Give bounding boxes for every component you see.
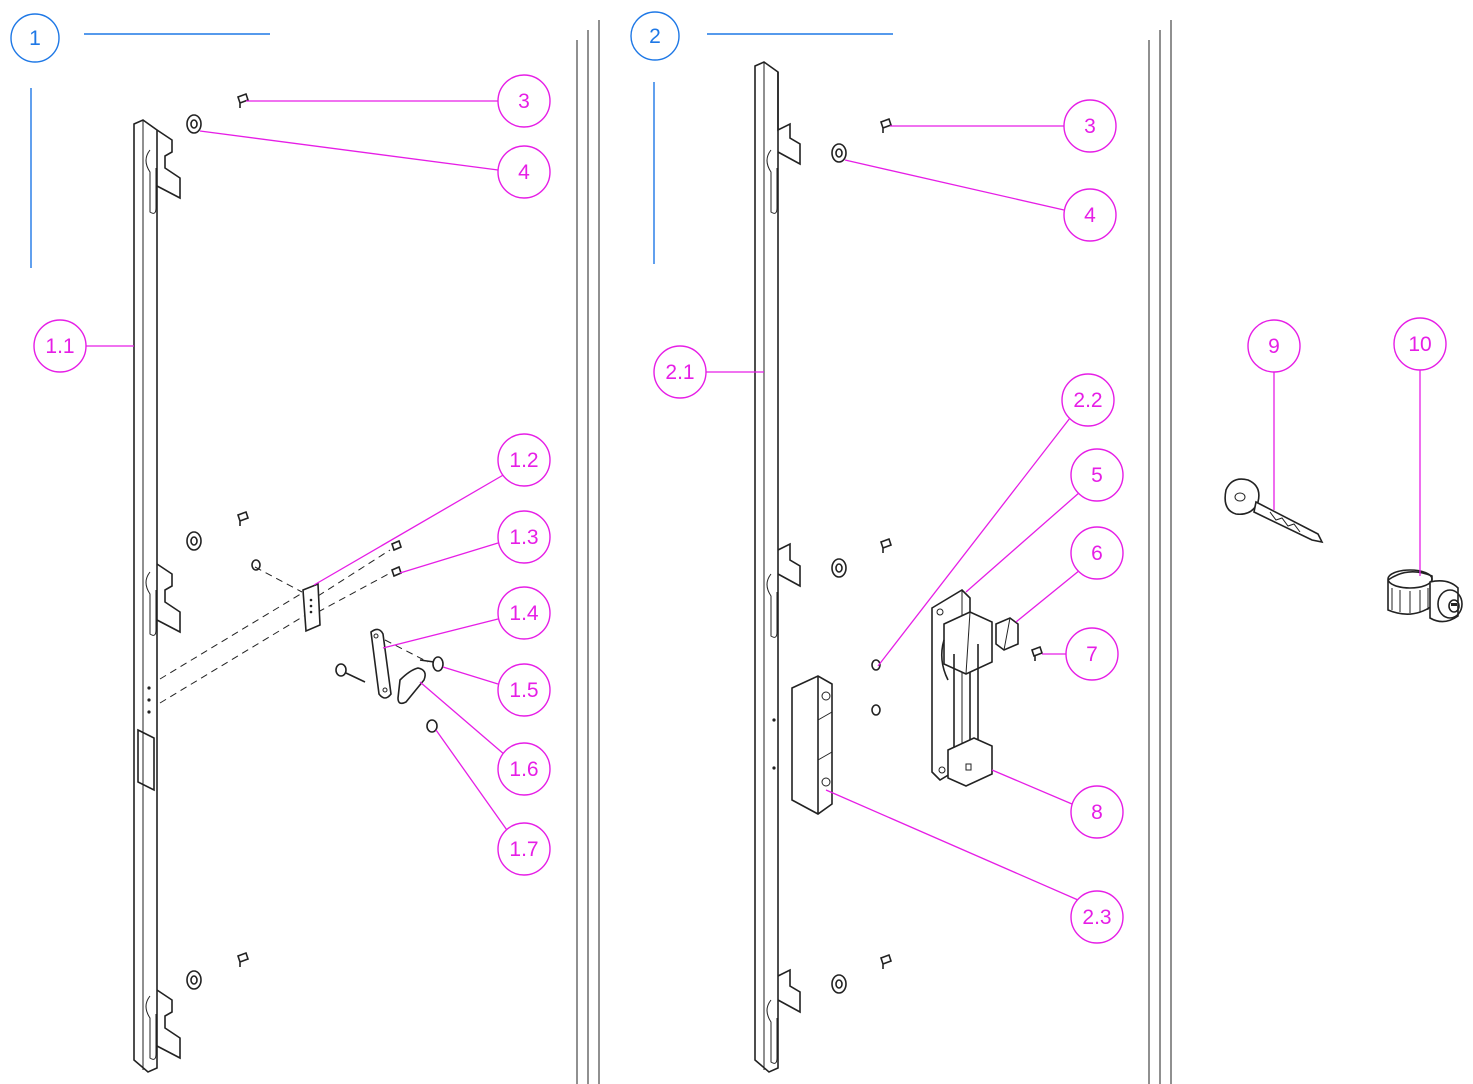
callout-g2-2-3: 2.3 <box>1070 890 1124 944</box>
svg-text:10: 10 <box>1408 333 1431 356</box>
callout-g2-2-1: 2.1 <box>653 345 707 399</box>
svg-text:1.4: 1.4 <box>509 602 539 625</box>
callout-10: 10 <box>1393 317 1447 371</box>
bar-2-1 <box>754 61 801 1073</box>
group-marker-1: 1 <box>10 13 270 268</box>
callout-g2-8: 8 <box>1070 785 1124 839</box>
callout-g1-1-7: 1.7 <box>497 822 551 876</box>
callout-g1-1-1: 1.1 <box>33 319 87 373</box>
svg-text:7: 7 <box>1086 643 1098 666</box>
callout-9: 9 <box>1247 319 1301 373</box>
callout-g1-3: 3 <box>497 74 551 128</box>
callout-g1-1-5: 1.5 <box>497 663 551 717</box>
svg-text:8: 8 <box>1091 801 1103 824</box>
callout-g2-7: 7 <box>1065 627 1119 681</box>
washer-group-2 <box>831 117 893 994</box>
svg-text:1.7: 1.7 <box>509 838 538 861</box>
svg-text:5: 5 <box>1091 464 1103 487</box>
svg-text:9: 9 <box>1268 335 1280 358</box>
clip-6 <box>995 617 1019 651</box>
frame-rail-left <box>576 20 600 1084</box>
callouts: 3 4 1.1 1.2 1.3 1.4 1.5 1.6 1.7 3 4 2.1 … <box>33 74 1447 944</box>
svg-text:6: 6 <box>1091 542 1103 565</box>
callout-g1-1-3: 1.3 <box>497 510 551 564</box>
group-label-2: 2 <box>649 25 661 48</box>
bracket-2-3 <box>791 675 833 815</box>
svg-text:3: 3 <box>1084 115 1096 138</box>
callout-g2-5: 5 <box>1070 448 1124 502</box>
callout-g2-4: 4 <box>1063 188 1117 242</box>
leader-lines <box>86 100 1421 901</box>
latch-assembly-1 <box>159 539 444 733</box>
svg-text:1.1: 1.1 <box>45 335 74 358</box>
callout-g2-3: 3 <box>1063 99 1117 153</box>
svg-text:1.6: 1.6 <box>509 758 538 781</box>
callout-g2-2-2: 2.2 <box>1061 373 1115 427</box>
group-marker-2: 2 <box>630 11 893 264</box>
callout-g1-1-2: 1.2 <box>497 433 551 487</box>
screw-7 <box>1030 645 1044 661</box>
svg-text:4: 4 <box>1084 204 1096 227</box>
svg-text:2.3: 2.3 <box>1082 906 1111 929</box>
callout-g1-1-4: 1.4 <box>497 586 551 640</box>
svg-text:2.2: 2.2 <box>1073 389 1102 412</box>
svg-text:3: 3 <box>518 90 530 113</box>
bar-1-1 <box>133 119 181 1073</box>
group-label-1: 1 <box>29 27 41 50</box>
callout-g1-1-6: 1.6 <box>497 742 551 796</box>
handle-lock-5 <box>931 588 993 787</box>
key-9 <box>1224 478 1324 544</box>
callout-g1-4: 4 <box>497 145 551 199</box>
lock-cylinder-10 <box>1387 569 1463 623</box>
svg-text:4: 4 <box>518 161 530 184</box>
callout-g2-6: 6 <box>1070 526 1124 580</box>
svg-text:1.3: 1.3 <box>509 526 538 549</box>
svg-text:1.5: 1.5 <box>509 679 538 702</box>
svg-text:2.1: 2.1 <box>665 361 694 384</box>
washer-group-1 <box>186 92 250 990</box>
svg-text:1.2: 1.2 <box>509 449 538 472</box>
frame-rail-right <box>1148 20 1172 1084</box>
